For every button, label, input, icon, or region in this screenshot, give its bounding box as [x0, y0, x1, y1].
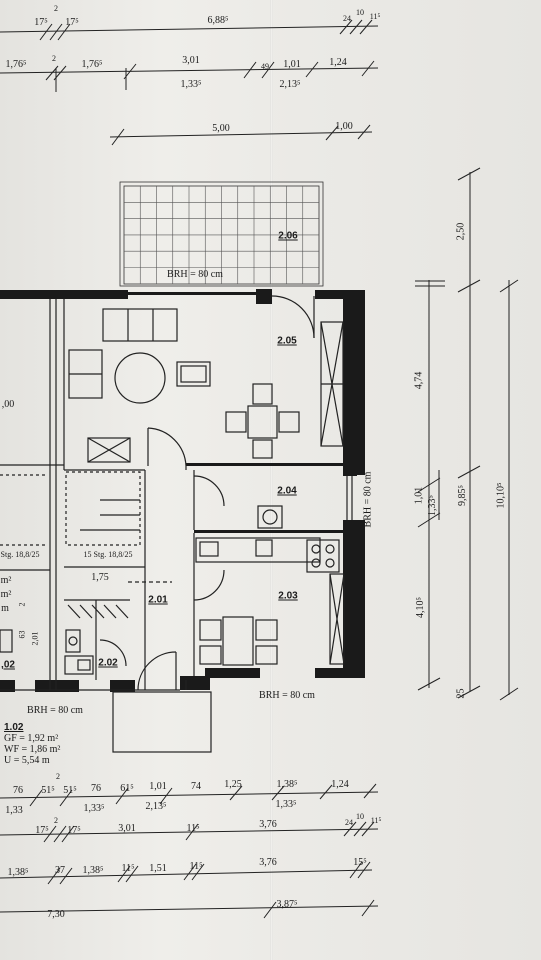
area-fragment: m² [0, 575, 12, 586]
dim-label: 1,33⁵ [275, 799, 297, 810]
dim-label: 49 [261, 62, 269, 71]
brh-label-top: BRH = 80 cm [167, 269, 223, 280]
dim-label: 3,76 [259, 857, 277, 868]
stair-label-left: Stg. 18,8/25 [0, 550, 40, 559]
room-label-left: ,02 [1, 659, 15, 671]
area-fragment: m [1, 603, 9, 614]
area-fragment: m² [0, 589, 12, 600]
dim-label: 1,24 [329, 57, 347, 68]
dim-label: 4,10⁵ [415, 597, 426, 618]
dim-label: 1,38⁵ [82, 865, 104, 876]
area-info: 1.02 GF = 1,92 m² WF = 1,86 m² U = 5,54 … [4, 722, 60, 766]
dim-label: 17⁵ [67, 825, 81, 836]
dim-label: 7,30 [47, 909, 65, 920]
dim-label: 11⁵ [370, 816, 382, 825]
dim-label: 11⁵ [189, 861, 203, 872]
dim-label: 51⁵ [63, 785, 77, 796]
area-info-wf: WF = 1,86 m² [4, 744, 61, 755]
dim-label: 2 [52, 54, 56, 63]
room-label-2-04: 2.04 [277, 485, 297, 497]
dim-label: 1,24 [331, 779, 349, 790]
dim-label: 1,00 [335, 121, 353, 132]
dim-label: 1,33⁵ [427, 495, 438, 516]
room-label-2-03: 2.03 [278, 590, 298, 602]
dim-label: 1,01 [283, 59, 301, 70]
stair-label-right: 15 Stg. 18,8/25 [83, 550, 133, 559]
dim-label: 1,01 [413, 486, 425, 505]
dim-label: 2 [56, 772, 60, 781]
dim-label: 25 [455, 688, 467, 699]
dim-label: 1,33 [5, 805, 23, 816]
dim-label: 5,00 [212, 123, 230, 134]
dim-label: 10 [356, 8, 364, 17]
dim-label: 1,76⁵ [81, 59, 103, 70]
dim-label: 1,33⁵ [83, 803, 105, 814]
dim-label: 1,38⁵ [7, 867, 29, 878]
dim-label: 4,74 [413, 371, 425, 390]
dim-label: 17⁵ [65, 17, 79, 28]
room-label-2-06: 2.06 [278, 230, 298, 242]
paper-fold [270, 0, 273, 960]
dim-label: 11⁵ [121, 863, 135, 874]
dim-label: 61⁵ [120, 783, 134, 794]
dim-label: 76 [13, 785, 23, 796]
dim-label: 10 [356, 812, 364, 821]
dim-label: 1,76⁵ [5, 59, 27, 70]
brh-label-bottom-right: BRH = 80 cm [259, 690, 315, 701]
dim-label: 2 [54, 4, 58, 13]
dim-label: 3,01 [182, 55, 200, 66]
dim-label: 17⁵ [35, 825, 49, 836]
dim-label: 3,01 [118, 823, 136, 834]
dim-label: 2 [17, 602, 27, 607]
dim-label: 51⁵ [41, 785, 55, 796]
dim-label: 11⁵ [186, 823, 200, 834]
room-label-2-02: 2.02 [98, 657, 118, 669]
dim-label: 17⁵ [34, 17, 48, 28]
dim-label: 11⁵ [369, 12, 381, 21]
dim-label: ,00 [1, 399, 15, 410]
dim-label: 15⁵ [353, 857, 367, 868]
room-label-2-05: 2.05 [277, 335, 297, 347]
brh-label-bottom-left: BRH = 80 cm [27, 705, 83, 716]
dim-label: 74 [191, 781, 201, 792]
brh-label-right: BRH = 80 cm [362, 471, 374, 528]
dim-label: 2,13⁵ [145, 801, 167, 812]
dim-label: 37 [55, 865, 65, 876]
room-label-2-01: 2.01 [148, 594, 168, 606]
dim-label: 2 [54, 816, 58, 825]
dim-label: 2,13⁵ [279, 79, 301, 90]
dim-label: 10,10⁵ [495, 482, 507, 509]
dim-label: 3,76 [259, 819, 277, 830]
dim-label: 76 [91, 783, 101, 794]
dim-label: 1,01 [149, 781, 167, 792]
dim-label: 1,51 [149, 863, 167, 874]
dim-label: 63 [17, 630, 27, 639]
dim-label: 9,85⁵ [457, 485, 468, 506]
dim-label: 1,33⁵ [180, 79, 202, 90]
dim-label: 24 [343, 14, 351, 23]
dim-label: 2,50 [455, 222, 467, 241]
dim-label: 2,01 [30, 631, 40, 646]
dim-label: 6,88⁵ [207, 15, 229, 26]
area-info-gf: GF = 1,92 m² [4, 733, 59, 744]
dim-label: 1,38⁵ [276, 779, 298, 790]
dim-label: 3,87⁵ [276, 899, 298, 910]
area-info-u: U = 5,54 m [4, 755, 50, 766]
dim-label: 1,25 [224, 779, 242, 790]
dim-label: 24 [345, 818, 353, 827]
area-info-title: 1.02 [4, 722, 24, 733]
dim-label: 1,75 [91, 572, 109, 583]
